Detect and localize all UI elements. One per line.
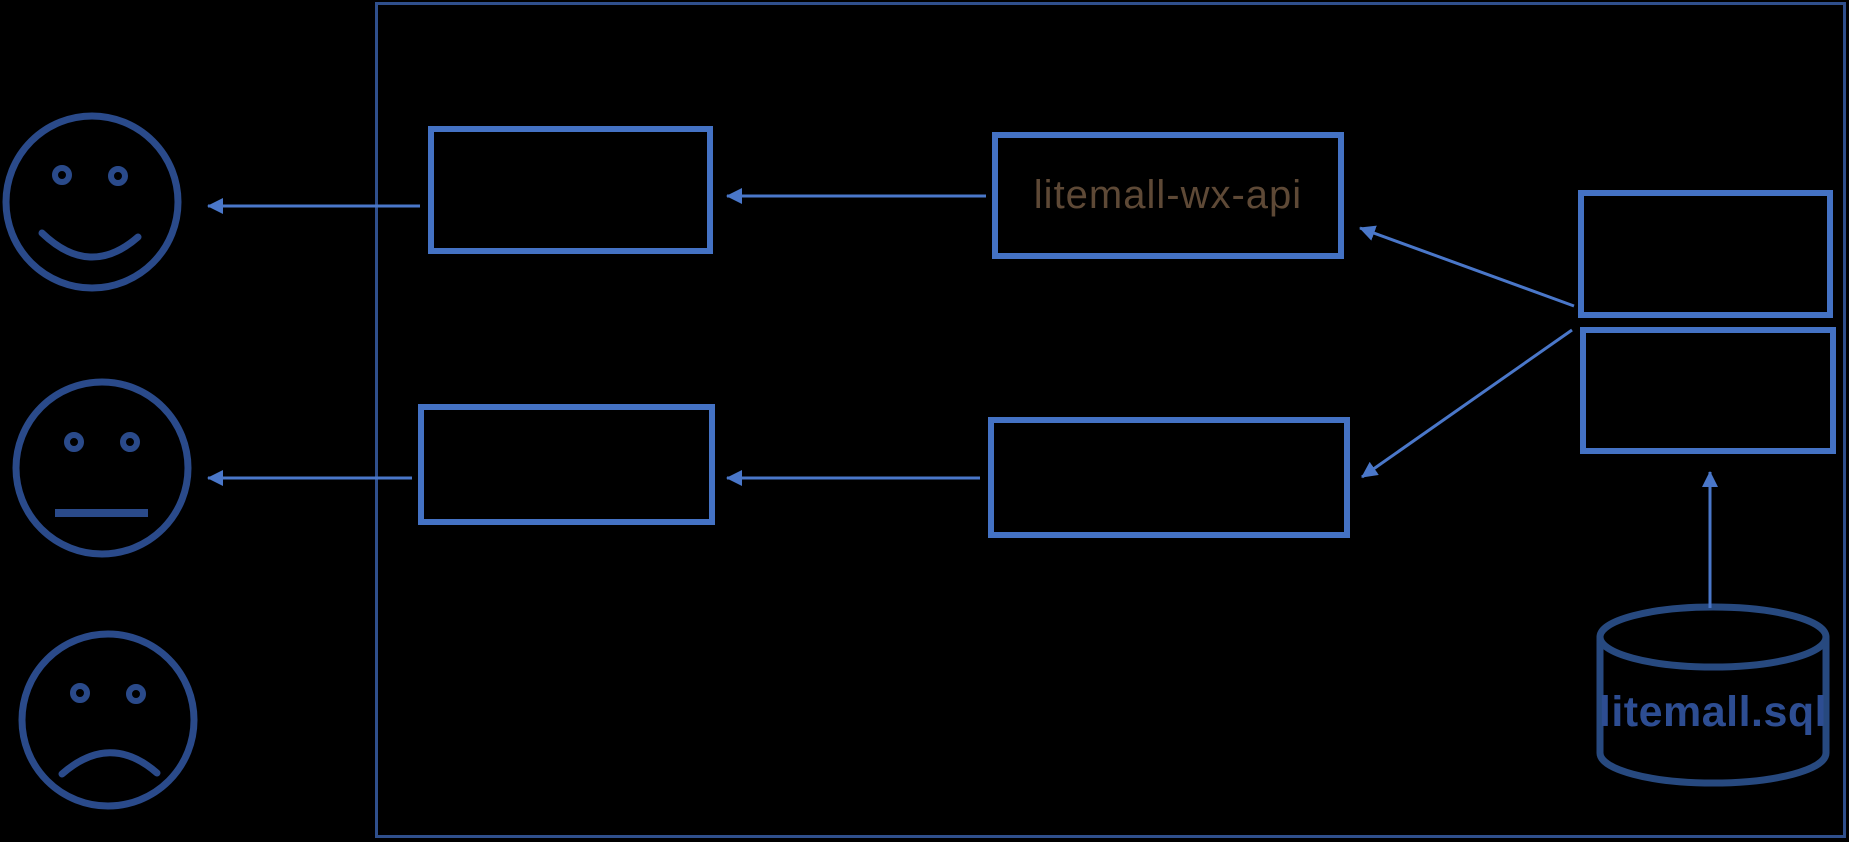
database-label: litemall.sql (1598, 688, 1828, 736)
node-service-top (1578, 190, 1833, 318)
node-admin-api (988, 417, 1350, 538)
sad-face-icon (18, 630, 198, 810)
arrow-service-to-wxapi (1359, 225, 1575, 308)
database-icon (1596, 603, 1830, 787)
node-litemall-wx-api: litemall-wx-api (992, 132, 1344, 259)
arrow-service-to-adminapi (1361, 328, 1573, 479)
happy-face-icon (2, 112, 182, 292)
node-litemall-wx-api-label: litemall-wx-api (1033, 173, 1303, 217)
neutral-face-icon (12, 378, 192, 558)
node-client-top (428, 126, 713, 254)
node-service-bottom (1580, 327, 1836, 454)
system-boundary (375, 2, 1846, 838)
node-client-bottom (418, 404, 715, 525)
